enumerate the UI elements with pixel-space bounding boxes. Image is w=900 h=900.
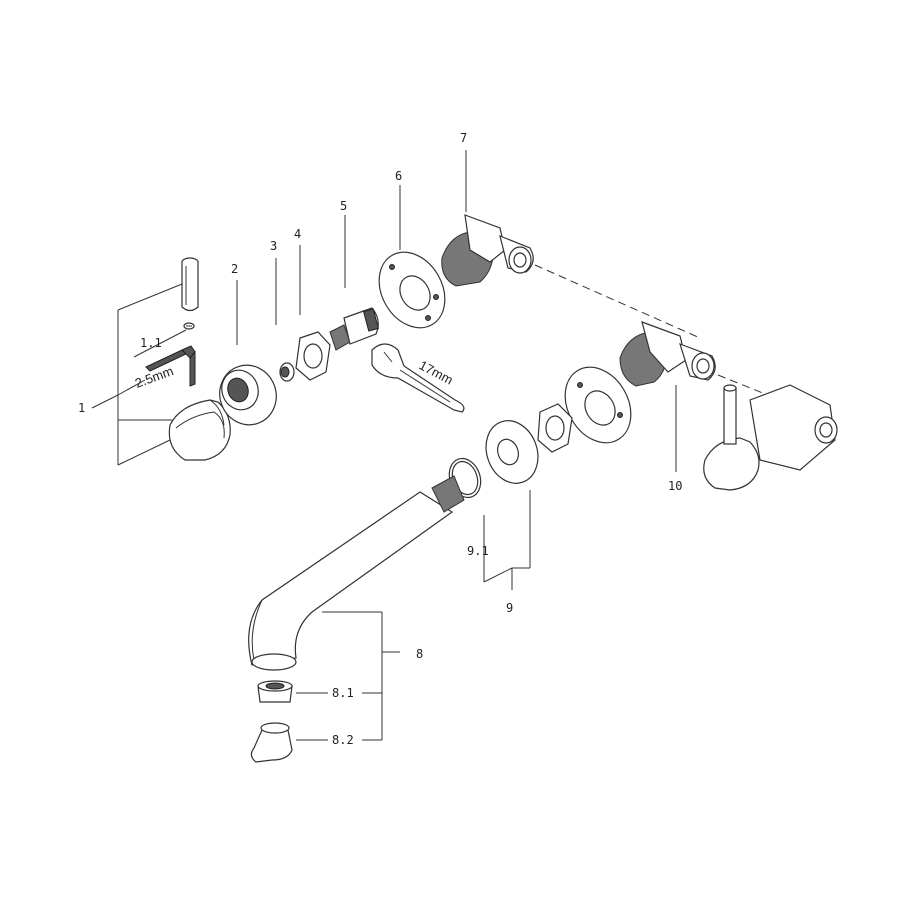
alignment-dashed-line (534, 264, 701, 339)
part-1-lever-pin (181, 257, 199, 312)
label-part-1-1: 1.1 (140, 336, 162, 350)
label-part-10: 10 (668, 479, 682, 493)
part-4-hex-nut (295, 245, 331, 381)
part-7-valve-body (441, 150, 534, 287)
label-part-7: 7 (460, 131, 467, 145)
part-1-1-grub-screw (183, 322, 195, 330)
label-part-1: 1 (78, 401, 85, 415)
wrench-17mm (371, 343, 465, 413)
label-part-8-2: 8.2 (332, 733, 354, 747)
label-part-2: 2 (231, 262, 238, 276)
part-9-leader (483, 490, 531, 590)
label-part-9: 9 (506, 601, 513, 615)
label-part-8: 8 (416, 647, 423, 661)
part-8-1-aerator (257, 680, 293, 703)
part-5-cartridge (329, 215, 380, 351)
part-1-handle-body (168, 399, 231, 461)
label-part-3: 3 (270, 239, 277, 253)
part-8-2-aerator-key (250, 722, 293, 763)
label-part-4: 4 (294, 227, 301, 241)
allen-key (145, 345, 196, 387)
part-2-escutcheon (219, 280, 277, 426)
part-1-leader (91, 283, 187, 466)
label-part-9-1: 9.1 (467, 544, 489, 558)
label-part-5: 5 (340, 199, 347, 213)
label-part-8-1: 8.1 (332, 686, 354, 700)
part-8-spout (248, 475, 465, 671)
part-10-valve-body (619, 321, 716, 472)
assembled-mixer-valve (703, 384, 838, 491)
part-9-spout-flange (485, 420, 539, 484)
part-3-spindle-adapter (275, 258, 295, 382)
label-part-6: 6 (395, 169, 402, 183)
part-8-leader (296, 611, 400, 741)
part-10-hex-nut (537, 403, 573, 453)
part-6-wall-flange (378, 185, 446, 329)
part-10-flange (564, 366, 632, 444)
